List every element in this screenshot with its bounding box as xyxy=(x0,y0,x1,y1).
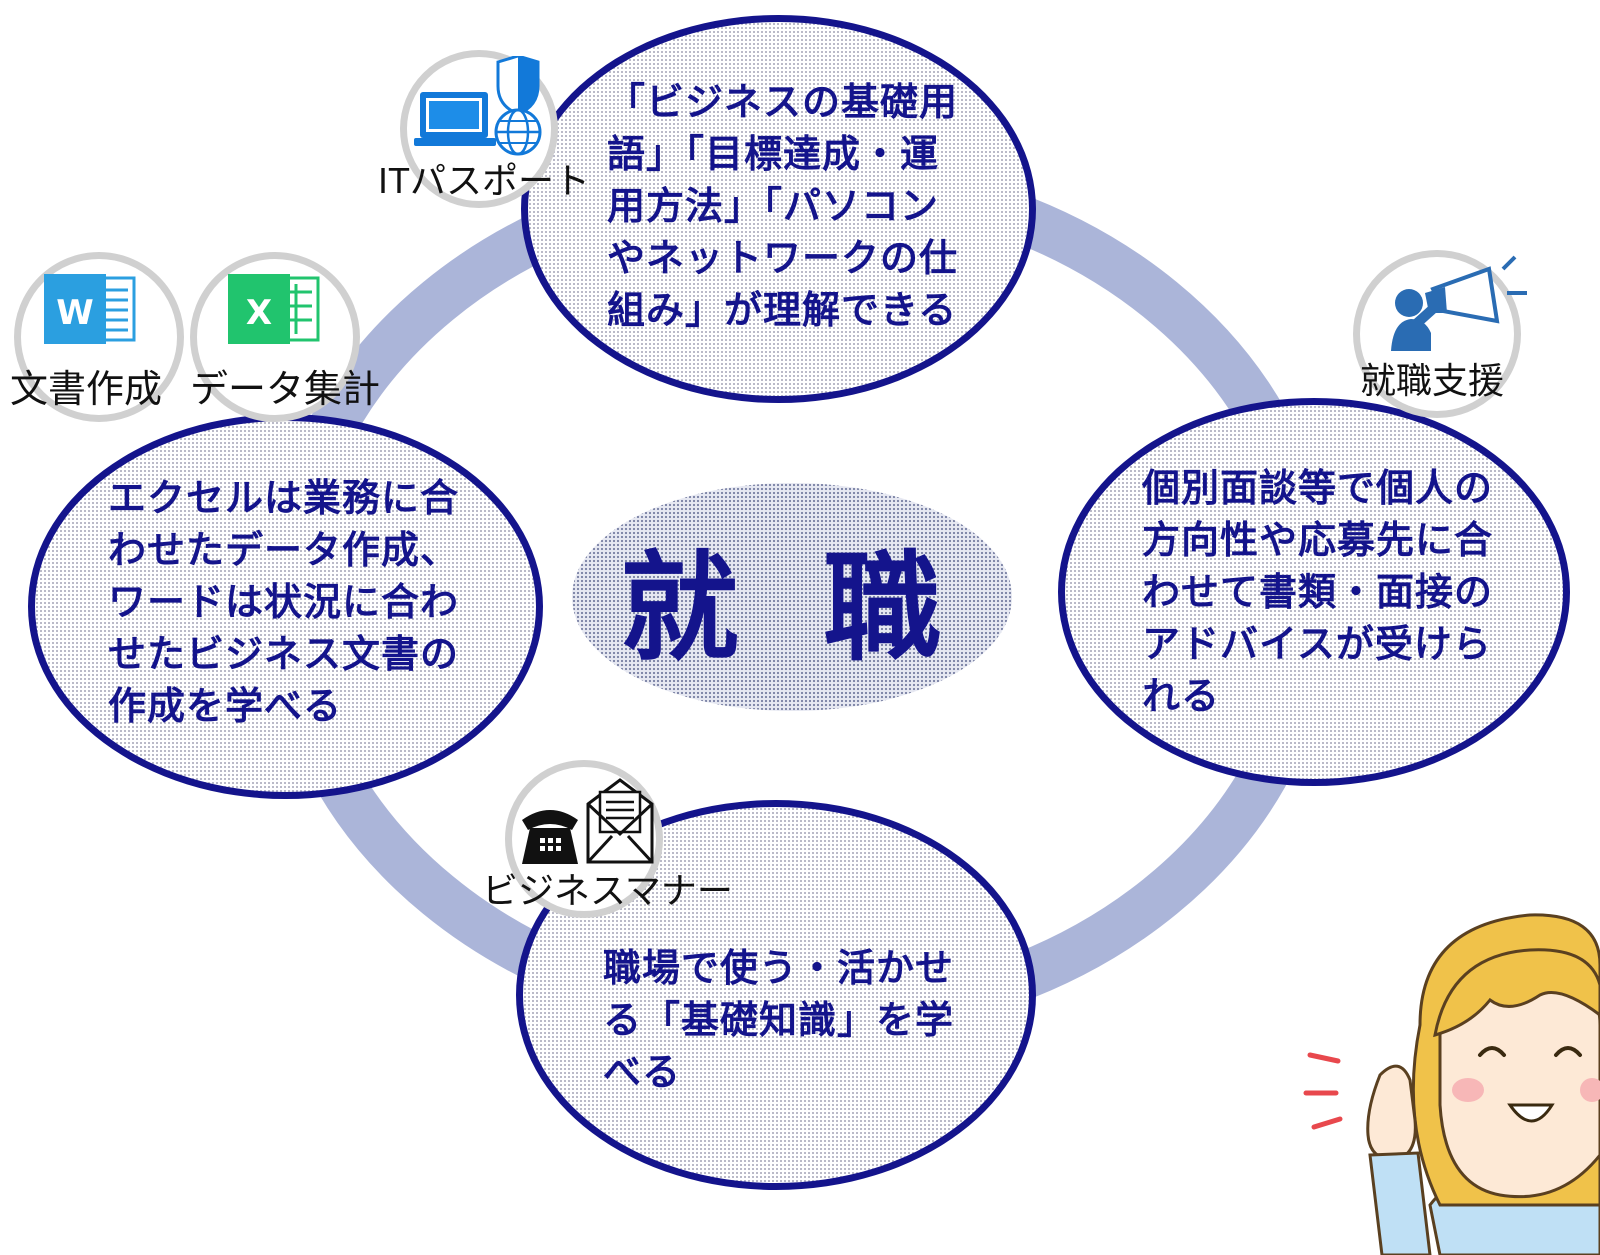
word-icon: W xyxy=(44,274,136,344)
computer-shield-globe-icon xyxy=(414,56,542,156)
word-label: 文書作成 xyxy=(10,369,163,411)
center-title: 就 職 xyxy=(620,538,964,677)
center-oval xyxy=(572,483,1012,711)
smiling-woman-illustration xyxy=(1303,913,1600,1255)
bubble-career-support xyxy=(1058,398,1570,786)
career-support-label: 就職支援 xyxy=(1360,360,1505,401)
bubble-office-skills-text: エクセルは業務に合 わせたデータ作成、 ワードは状況に合わ せたビジネス文書の … xyxy=(108,476,460,728)
bubble-it-knowledge-text: 「ビジネスの基礎用 語」「目標達成・運 用方法」「パソコン やネットワークの仕 … xyxy=(607,80,959,332)
bubble-career-support-text: 個別面談等で個人の 方向性や応募先に合 わせて書類・面接の アドバイスが受けら … xyxy=(1142,466,1494,718)
word-letter: W xyxy=(56,293,94,333)
excel-letter: X xyxy=(246,293,272,333)
excel-icon: X xyxy=(228,274,320,344)
business-manner-label: ビジネスマナー xyxy=(482,870,733,911)
career-support-badge xyxy=(1353,250,1521,418)
telephone-envelope-icon xyxy=(522,778,654,864)
bubble-office-skills xyxy=(28,414,543,799)
excel-label: データ集計 xyxy=(190,369,381,411)
bubble-business-basics-text: 職場で使う・活かせ る「基礎知識」を学 べる xyxy=(603,946,955,1094)
it-passport-label: ITパスポート xyxy=(378,160,590,201)
bubble-it-knowledge xyxy=(521,15,1036,403)
megaphone-person-icon xyxy=(1391,255,1527,351)
